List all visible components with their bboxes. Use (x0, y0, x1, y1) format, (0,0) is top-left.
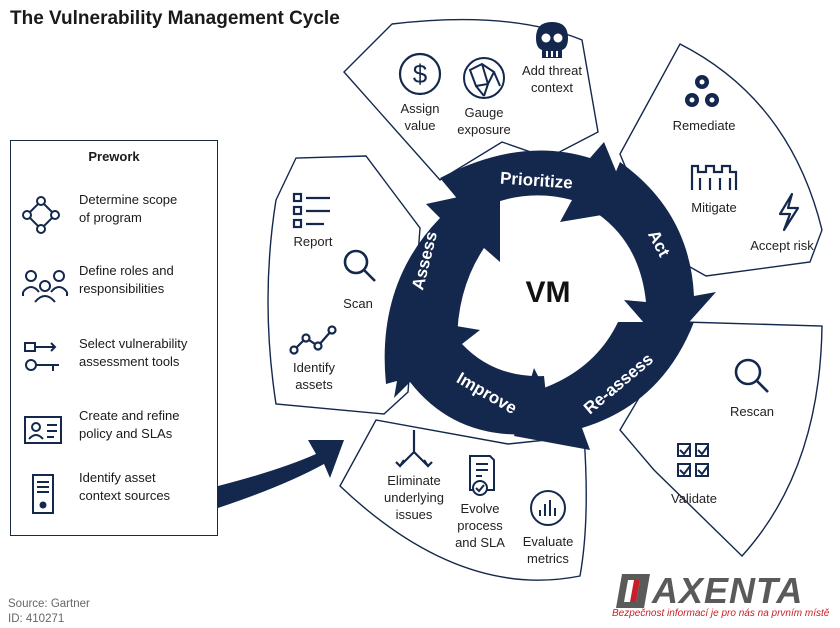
tools-icon (24, 342, 59, 371)
prework-label: Determine scope of program (79, 192, 178, 225)
list-icon (292, 192, 330, 229)
entry-arrow (218, 440, 344, 508)
checklist-icon (677, 443, 709, 477)
branch-arrow-icon (395, 430, 433, 468)
gears-icon (685, 75, 719, 107)
prework-box: Prework Determine scope of program Defin… (10, 140, 218, 536)
assess-arrow (384, 188, 500, 384)
skull-icon (536, 22, 568, 58)
reassess-arrow (514, 322, 694, 450)
id-card-icon (24, 416, 62, 444)
prework-item: Determine scope of program (19, 191, 215, 235)
prework-label: Create and refine policy and SLAs (79, 408, 180, 441)
gauge-chart-icon (530, 490, 566, 526)
logo-wordmark: AXENTA (652, 570, 804, 611)
prework-label: Identify asset context sources (79, 470, 171, 503)
prework-item: Select vulnerability assessment tools (19, 335, 215, 379)
prework-label: Select vulnerability assessment tools (79, 336, 188, 369)
item-mitigate: Mitigate (691, 200, 737, 215)
axenta-logo: AXENTA Bezpečnost informací je pro nás n… (612, 570, 834, 622)
scope-nodes-icon (22, 196, 60, 234)
item-remediate: Remediate (673, 118, 736, 133)
logo-tagline: Bezpečnost informací je pro nás na první… (612, 608, 830, 619)
line-nodes-icon (289, 325, 337, 355)
prework-label: Define roles and responsibilities (79, 263, 174, 296)
prework-title: Prework (88, 149, 140, 164)
center-label: VM (526, 276, 571, 309)
svg-text:$: $ (413, 59, 428, 89)
item-scan: Scan (343, 296, 373, 311)
people-icon (22, 270, 68, 303)
item-rescan: Rescan (730, 404, 774, 419)
magnifier-icon (734, 358, 769, 393)
lightning-icon (778, 192, 800, 232)
prework-item: Identify asset context sources (19, 469, 215, 514)
improve-panel (339, 419, 587, 581)
server-icon (32, 474, 54, 514)
diagram-title: The Vulnerability Management Cycle (10, 8, 340, 29)
prework-item: Define roles and responsibilities (19, 262, 215, 306)
prework-item: Create and refine policy and SLAs (19, 407, 215, 451)
network-globe-icon (463, 57, 505, 99)
item-validate: Validate (671, 491, 717, 506)
dollar-icon: $ (398, 52, 442, 96)
act-arrow (598, 162, 716, 348)
item-accept-risk: Accept risk (750, 238, 814, 253)
scan-magnifier-icon (343, 249, 376, 282)
reassess-panel (619, 321, 823, 558)
item-report: Report (293, 234, 332, 249)
axenta-logo-mark-icon (616, 574, 650, 608)
document-check-icon (469, 455, 495, 496)
castle-icon (690, 164, 738, 190)
source-footer: Source: Gartner ID: 410271 (8, 598, 90, 625)
